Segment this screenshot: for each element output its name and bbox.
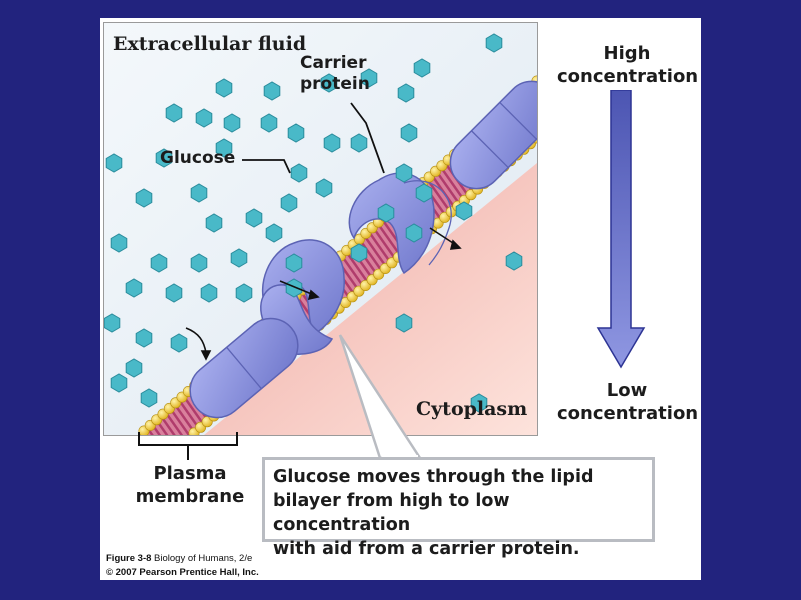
- glucose-molecule: [245, 208, 263, 228]
- glucose-molecule: [470, 393, 488, 413]
- carrier-protein-bottom: [189, 317, 299, 419]
- glucose-molecule: [395, 163, 413, 183]
- glucose-molecule: [110, 373, 128, 393]
- glucose-molecule: [315, 178, 333, 198]
- membrane-illustration: [103, 22, 538, 436]
- glucose-molecule: [280, 193, 298, 213]
- glucose-molecule: [405, 223, 423, 243]
- glucose-molecules: [104, 33, 523, 435]
- glucose-molecule: [455, 201, 473, 221]
- glucose-label: Glucose: [160, 148, 236, 168]
- glucose-molecule: [125, 278, 143, 298]
- copyright-text: © 2007 Pearson Prentice Hall, Inc.: [106, 567, 259, 578]
- glucose-molecule: [215, 138, 233, 158]
- glucose-molecule: [105, 153, 123, 173]
- glucose-molecule: [215, 78, 233, 98]
- glucose-molecule: [415, 183, 433, 203]
- glucose-molecule: [135, 328, 153, 348]
- glucose-molecule: [287, 123, 305, 143]
- glucose-molecule: [285, 253, 303, 273]
- glucose-molecule: [285, 278, 303, 298]
- carrier-protein-label: Carrier protein: [300, 53, 370, 94]
- callout-text: Glucose moves through the lipid bilayer …: [273, 467, 594, 559]
- extracellular-fluid-label: Extracellular fluid: [113, 33, 307, 55]
- glucose-molecule: [413, 58, 431, 78]
- glucose-molecule: [397, 83, 415, 103]
- glucose-molecule: [165, 283, 183, 303]
- movement-arrows: [185, 227, 462, 361]
- glucose-molecule: [260, 113, 278, 133]
- glucose-molecule: [205, 213, 223, 233]
- glucose-molecule: [350, 133, 368, 153]
- book-title: Biology of Humans, 2/e: [154, 553, 253, 564]
- glucose-molecule: [190, 183, 208, 203]
- glucose-molecule: [230, 248, 248, 268]
- figure-caption: Figure 3-8 Biology of Humans, 2/e: [106, 553, 252, 564]
- glucose-molecule: [320, 73, 338, 93]
- concentration-gradient-arrow: [596, 90, 646, 369]
- glucose-molecule: [165, 103, 183, 123]
- glucose-molecule: [377, 203, 395, 223]
- glucose-molecule: [125, 358, 143, 378]
- glucose-molecule: [485, 33, 503, 53]
- glucose-molecule: [395, 313, 413, 333]
- glucose-molecule: [190, 253, 208, 273]
- cytoplasm-label: Cytoplasm: [416, 398, 528, 420]
- leader-lines: [242, 102, 385, 174]
- glucose-molecule: [200, 283, 218, 303]
- carrier-protein-top: [449, 80, 537, 190]
- glucose-molecule: [110, 233, 128, 253]
- glucose-molecule: [155, 148, 173, 168]
- glucose-molecule: [265, 223, 283, 243]
- high-concentration-label: High concentration: [557, 43, 699, 87]
- glucose-molecule: [104, 313, 121, 333]
- glucose-molecule: [290, 163, 308, 183]
- plasma-membrane-bracket: [138, 432, 238, 460]
- callout-pointer: [338, 334, 423, 460]
- glucose-molecule: [150, 253, 168, 273]
- glucose-molecule: [135, 188, 153, 208]
- glucose-molecule: [360, 68, 378, 88]
- glucose-molecule: [263, 81, 281, 101]
- explanation-callout: Glucose moves through the lipid bilayer …: [262, 457, 655, 559]
- glucose-molecule: [323, 133, 341, 153]
- plasma-membrane-label: Plasma membrane: [135, 463, 245, 507]
- figure-number: Figure 3-8: [106, 553, 152, 564]
- glucose-molecule: [170, 333, 188, 353]
- glucose-molecule: [140, 388, 158, 408]
- glucose-molecule: [235, 283, 253, 303]
- glucose-molecule: [350, 243, 368, 263]
- glucose-molecule: [505, 251, 523, 271]
- glucose-molecule: [400, 123, 418, 143]
- low-concentration-label: Low concentration: [557, 380, 699, 424]
- glucose-molecule: [195, 108, 213, 128]
- glucose-molecule: [223, 113, 241, 133]
